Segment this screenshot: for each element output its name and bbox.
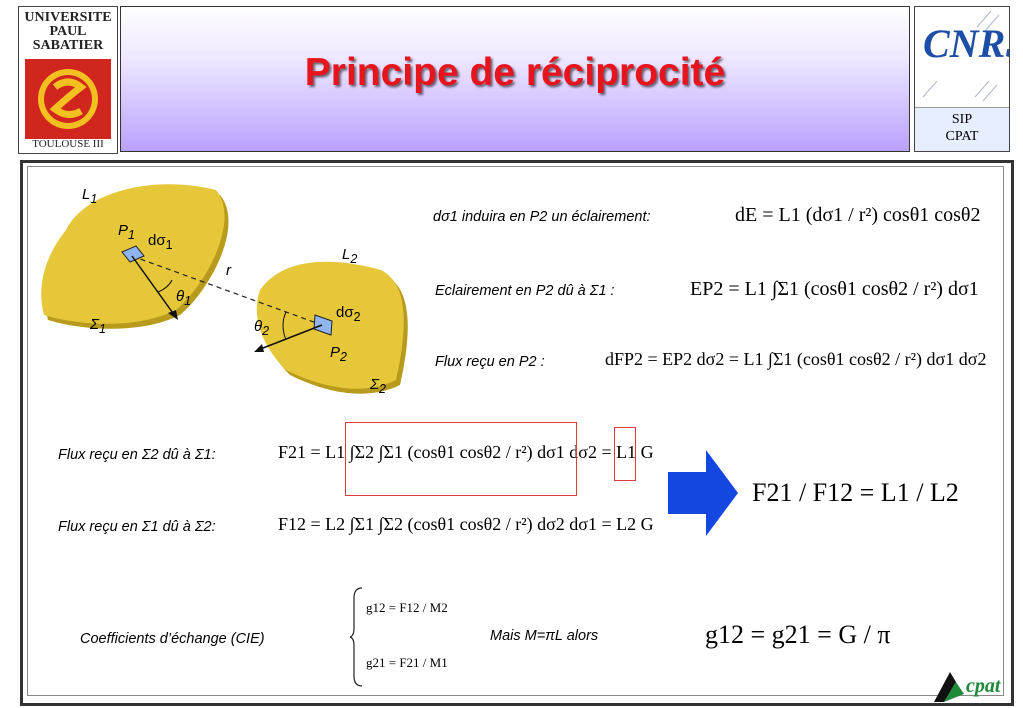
label-dsigma1: dσ1 (148, 232, 173, 252)
angle-arc-2 (282, 311, 287, 341)
cpat-label: CPAT (945, 129, 979, 144)
sip-label: SIP (951, 112, 973, 127)
line-3-label: Flux reçu en P2 : (435, 354, 545, 370)
coef-equation-1: g12 = F12 / M2 (366, 600, 448, 615)
label-r: r (226, 262, 231, 279)
normal-2-arrow (254, 344, 264, 352)
title-banner: Principe de réciprocité (120, 6, 910, 152)
logo-line-3: SABATIER (32, 38, 104, 53)
coef-equation-2: g21 = F21 / M1 (366, 655, 448, 670)
line-2-equation: EP2 = L1 ∫Σ1 (cosθ1 cosθ2 / r²) dσ1 (690, 278, 979, 300)
normal-2 (257, 324, 323, 351)
cnrs-sub: SIP CPAT (915, 111, 1009, 145)
normal-1 (131, 255, 176, 317)
brace-icon (350, 587, 363, 687)
label-Sigma1: Σ1 (90, 316, 106, 336)
logo-line-2: PAUL (49, 24, 87, 39)
logo-line-1: UNIVERSITE (24, 10, 112, 25)
mais-text: Mais M=πL alors (490, 628, 599, 644)
label-theta1: θ1 (176, 288, 192, 308)
label-P1: P1 (118, 222, 135, 242)
line-3-equation: dFP2 = EP2 dσ2 = L1 ∫Σ1 (cosθ1 cosθ2 / r… (605, 349, 987, 369)
label-theta2: θ2 (254, 318, 270, 338)
highlight-G-box (614, 427, 636, 481)
line-1-label: dσ1 induira en P2 un éclairement: (433, 209, 651, 225)
page-title: Principe de réciprocité (304, 51, 726, 94)
final-equation: g12 = g21 = G / π (705, 620, 891, 649)
label-dsigma2: dσ2 (336, 304, 361, 324)
highlight-integral-box (345, 422, 577, 496)
geometry-diagram (41, 184, 408, 394)
label-P2: P2 (330, 344, 347, 364)
logo-bottom: TOULOUSE III (32, 138, 104, 150)
ratio-equation: F21 / F12 = L1 / L2 (752, 478, 959, 507)
ups-emblem-icon (25, 59, 111, 139)
cpat-text: cpat (966, 675, 1002, 697)
line-4-label: Flux reçu en Σ2 dû à Σ1: (58, 447, 216, 463)
normal-1-arrow (168, 310, 178, 320)
element-dsigma1 (121, 245, 145, 263)
content-frame-inner (27, 166, 1004, 696)
line-1-equation: dE = L1 (dσ1 / r²) cosθ1 cosθ2 (735, 204, 981, 226)
element-dsigma2 (313, 314, 333, 336)
label-L2: L2 (342, 246, 358, 266)
implies-arrow-icon (668, 450, 738, 536)
line-4-equation: F21 = L1 ∫Σ2 ∫Σ1 (cosθ1 cosθ2 / r²) dσ1 … (278, 442, 654, 462)
label-L1: L1 (82, 186, 98, 206)
coef-label: Coefficients d’échange (CIE) (80, 631, 265, 647)
university-logo: UNIVERSITE PAUL SABATIER TOULOUSE III (18, 6, 118, 154)
label-Sigma2: Σ2 (370, 376, 386, 396)
distance-line (131, 255, 323, 326)
angle-arc-1 (157, 279, 173, 293)
cpat-logo-icon: cpat (934, 672, 1002, 702)
line-5-equation: F12 = L2 ∫Σ1 ∫Σ2 (cosθ1 cosθ2 / r²) dσ2 … (278, 514, 654, 534)
line-5-label: Flux reçu en Σ1 dû à Σ2: (58, 519, 216, 535)
line-2-label: Eclairement en P2 dû à Σ1 : (435, 283, 615, 299)
